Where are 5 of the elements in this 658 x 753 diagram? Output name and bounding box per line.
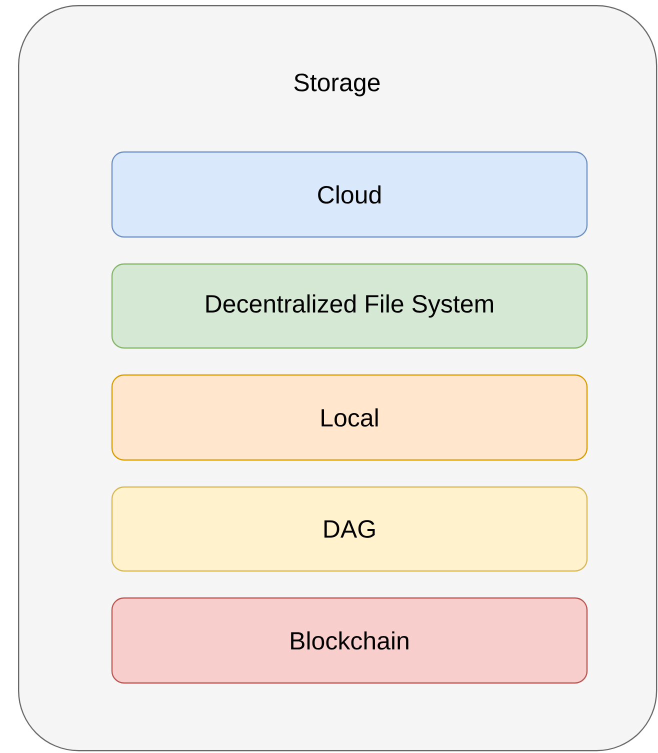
storage-box: Blockchain bbox=[111, 597, 588, 684]
storage-box: Local bbox=[111, 374, 588, 461]
storage-box: DAG bbox=[111, 486, 588, 572]
storage-box: Decentralized File System bbox=[111, 263, 588, 349]
storage-box: Cloud bbox=[111, 151, 588, 238]
